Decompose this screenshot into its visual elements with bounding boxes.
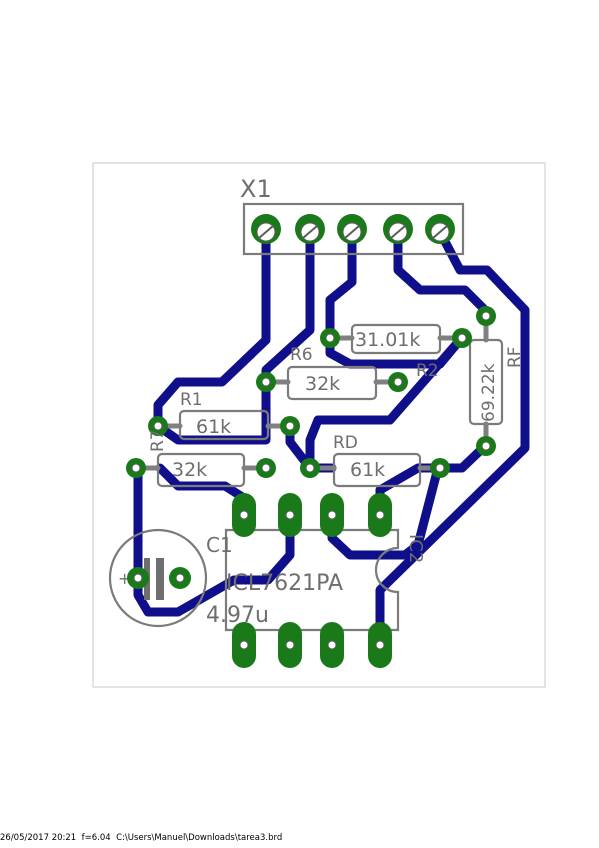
screw-slot [390, 225, 406, 239]
pad-hole [285, 640, 295, 650]
ic2-name: IC2 [405, 534, 426, 563]
pad-hole [435, 463, 445, 473]
pad-hole [375, 640, 385, 650]
trace [153, 227, 271, 431]
pad-hole [285, 510, 295, 520]
screw-slot [258, 225, 274, 239]
trace [375, 227, 530, 640]
pad-hole [375, 510, 385, 520]
resistor-rf-value: 69.22k [479, 363, 499, 422]
screw-slot [432, 225, 448, 239]
pad-hole [481, 311, 491, 321]
resistor-pads [126, 306, 496, 478]
resistor-r7-name: R7 [148, 429, 168, 452]
capacitor-c1-pads [127, 567, 191, 589]
connector-x1-name: X1 [240, 175, 272, 203]
connector-x1-body [242, 202, 465, 256]
screw-slot [344, 225, 360, 239]
board-outline [92, 162, 546, 688]
ic2-outline [224, 528, 400, 632]
capacitor-c1-value: 4.97u [206, 603, 269, 628]
resistor-r2-value: 31.01k [355, 329, 420, 351]
pad-hole [133, 573, 143, 583]
ic2-pads [232, 493, 392, 668]
resistor-r6-name: R6 [290, 345, 313, 365]
pad-hole [457, 333, 467, 343]
resistor-rf-name: RF [505, 346, 525, 368]
resistor-r6-value: 32k [305, 373, 340, 395]
part-labels: X1 R1 61k R7 32k R6 32k 31.01k R2 RD 61k… [148, 175, 525, 628]
trace [133, 463, 295, 617]
capacitor-c1-plate [156, 558, 164, 600]
ic2-value: ICL7621PA [226, 571, 343, 596]
footer-zoom: f=6.04 [81, 833, 111, 843]
pad-hole [261, 377, 271, 387]
pad-hole [153, 421, 163, 431]
pad-hole [327, 510, 337, 520]
pad-hole [175, 573, 185, 583]
capacitor-c1-name: C1 [206, 533, 233, 557]
pad-hole [285, 421, 295, 431]
trace [305, 335, 465, 473]
resistor-rd-name: RD [333, 433, 358, 453]
pad-hole [325, 333, 335, 343]
pad-hole [327, 640, 337, 650]
file-info-footer: 26/05/2017 20:21 f=6.04 C:\Users\Manuel\… [0, 833, 282, 843]
footer-date: 26/05/2017 20:21 [0, 833, 77, 843]
resistor-r1-name: R1 [180, 390, 203, 410]
capacitor-c1-outline [108, 528, 208, 628]
footer-path: C:\Users\Manuel\Downloads\tarea3.brd [116, 833, 283, 843]
resistor-r2-name: R2 [416, 361, 439, 381]
trace [153, 227, 315, 445]
pad-hole [481, 441, 491, 451]
screw-slot [302, 225, 318, 239]
pad-hole [239, 640, 249, 650]
pad-hole [305, 463, 315, 473]
resistor-r1-value: 61k [196, 416, 231, 438]
resistor-r7-value: 32k [172, 459, 207, 481]
connector-x1-pads [251, 214, 455, 244]
resistor-rd-value: 61k [350, 459, 385, 481]
pad-hole [393, 377, 403, 387]
pad-hole [131, 463, 141, 473]
pad-hole [239, 510, 249, 520]
pad-hole [261, 463, 271, 473]
